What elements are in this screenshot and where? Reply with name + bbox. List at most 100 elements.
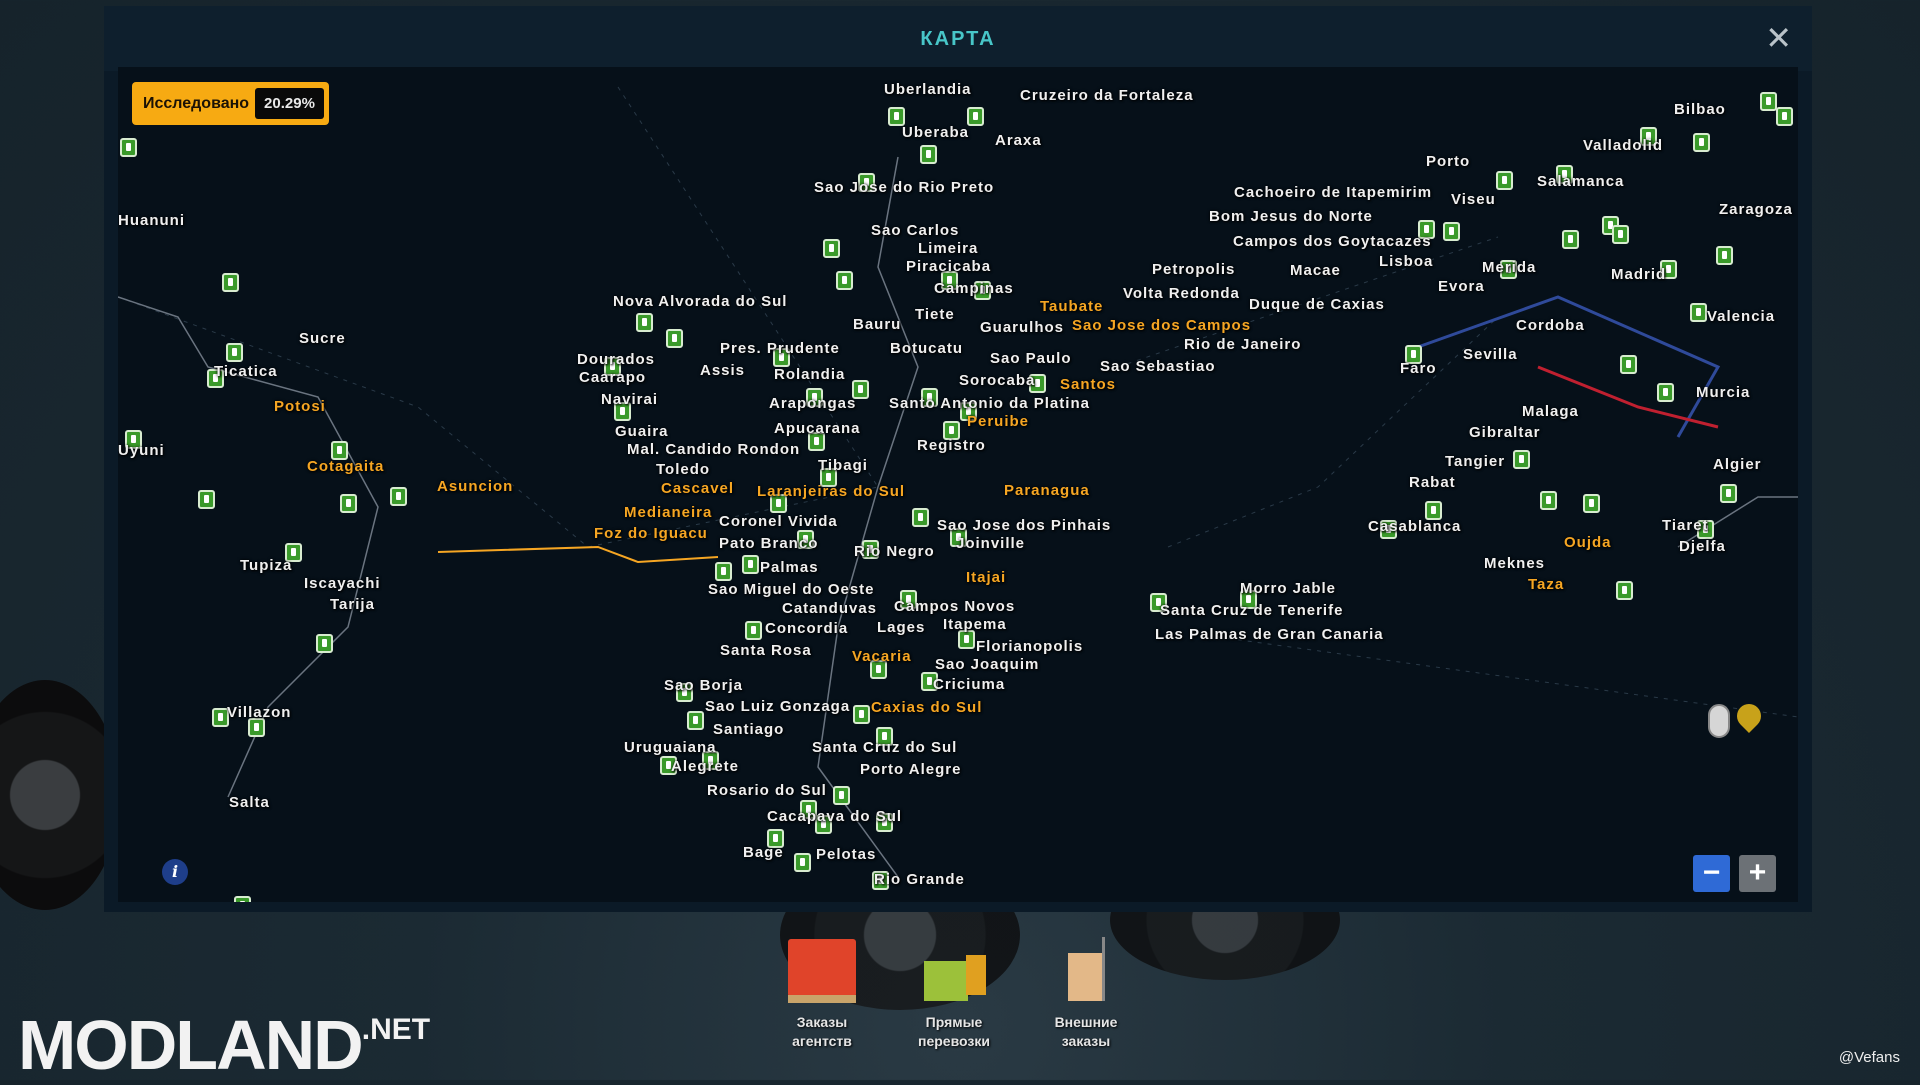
city-label[interactable]: Potosi	[274, 398, 326, 415]
city-label[interactable]: Sevilla	[1463, 346, 1518, 363]
city-label[interactable]: Criciuma	[933, 676, 1006, 693]
city-label[interactable]: Peruibe	[967, 413, 1030, 430]
city-label[interactable]: Volta Redonda	[1123, 285, 1240, 302]
city-label[interactable]: Casablanca	[1368, 518, 1462, 535]
city-label[interactable]: Tupiza	[240, 557, 293, 574]
city-label[interactable]: Sao Joaquim	[935, 656, 1040, 673]
city-label[interactable]: Laranjeiras do Sul	[757, 483, 906, 500]
city-label[interactable]: Rio Grande	[874, 871, 965, 888]
city-label[interactable]: Rolandia	[774, 366, 846, 383]
city-label[interactable]: Zaragoza	[1719, 201, 1793, 218]
city-label[interactable]: Arapongas	[769, 395, 857, 412]
city-label[interactable]: Pelotas	[816, 846, 877, 863]
city-label[interactable]: Madrid	[1611, 266, 1667, 283]
city-label[interactable]: Limeira	[918, 240, 979, 257]
city-label[interactable]: Guaira	[615, 423, 669, 440]
city-label[interactable]: Sao Borja	[664, 677, 744, 694]
city-label[interactable]: Uruguaiana	[624, 739, 717, 756]
city-label[interactable]: Uyuni	[118, 442, 165, 459]
city-label[interactable]: Santiago	[713, 721, 785, 738]
city-label[interactable]: Sao Carlos	[871, 222, 960, 239]
city-label[interactable]: Santo Antonio da Platina	[889, 395, 1090, 412]
city-label[interactable]: Assis	[700, 362, 746, 379]
city-label[interactable]: Santa Rosa	[720, 642, 812, 659]
city-label[interactable]: Sorocaba	[959, 372, 1036, 389]
city-label[interactable]: Caarapo	[579, 369, 647, 386]
city-label[interactable]: Cascavel	[661, 480, 735, 497]
city-label[interactable]: Sao Jose dos Campos	[1072, 317, 1252, 334]
city-label[interactable]: Sao Miguel do Oeste	[708, 581, 875, 598]
city-label[interactable]: Evora	[1438, 278, 1485, 295]
city-label[interactable]: Tiete	[915, 306, 955, 323]
city-label[interactable]: Faro	[1400, 360, 1437, 377]
city-label[interactable]: Asuncion	[437, 478, 514, 495]
city-label[interactable]: Santa Cruz do Sul	[812, 739, 958, 756]
city-label[interactable]: Piracicaba	[906, 258, 992, 275]
city-label[interactable]: Taubate	[1040, 298, 1104, 315]
city-label[interactable]: Toledo	[656, 461, 711, 478]
city-label[interactable]: Nova Alvorada do Sul	[613, 293, 788, 310]
city-label[interactable]: Sao Jose do Rio Preto	[814, 179, 995, 196]
city-label[interactable]: Catanduvas	[782, 600, 878, 617]
city-label[interactable]: Macae	[1290, 262, 1341, 279]
zoom-out-button[interactable]: −	[1693, 855, 1730, 892]
direct-transport-button[interactable]: Прямые перевозки	[889, 935, 1019, 1051]
city-label[interactable]: Campos Novos	[894, 598, 1016, 615]
external-orders-button[interactable]: Внешние заказы	[1021, 935, 1151, 1051]
city-label[interactable]: Bauru	[853, 316, 902, 333]
city-label[interactable]: Joinville	[956, 535, 1026, 552]
city-label[interactable]: Salamanca	[1537, 173, 1625, 190]
city-label[interactable]: Duque de Caxias	[1249, 296, 1385, 313]
city-label[interactable]: Iscayachi	[304, 575, 381, 592]
city-label[interactable]: Cordoba	[1516, 317, 1585, 334]
city-label[interactable]: Sao Luiz Gonzaga	[705, 698, 851, 715]
city-label[interactable]: Florianopolis	[976, 638, 1084, 655]
city-label[interactable]: Pres. Prudente	[720, 340, 840, 357]
city-label[interactable]: Gibraltar	[1469, 424, 1541, 441]
city-label[interactable]: Apucarana	[774, 420, 861, 437]
city-label[interactable]: Palmas	[760, 559, 819, 576]
city-label[interactable]: Bilbao	[1674, 101, 1726, 118]
city-label[interactable]: Oujda	[1564, 534, 1612, 551]
info-icon[interactable]: i	[162, 859, 188, 885]
city-label[interactable]: Sao Jose dos Pinhais	[937, 517, 1112, 534]
city-label[interactable]: Valladolid	[1583, 137, 1664, 154]
city-label[interactable]: Cacapava do Sul	[767, 808, 903, 825]
agency-orders-button[interactable]: Заказы агентств	[757, 935, 887, 1051]
city-label[interactable]: Navirai	[601, 391, 659, 408]
city-label[interactable]: Porto	[1426, 153, 1471, 170]
city-label[interactable]: Vacaria	[852, 648, 912, 665]
city-label[interactable]: Medianeira	[624, 504, 713, 521]
city-label[interactable]: Santos	[1060, 376, 1117, 393]
city-label[interactable]: Bage	[743, 844, 784, 861]
city-label[interactable]: Coronel Vivida	[719, 513, 838, 530]
city-label[interactable]: Tiaret	[1662, 517, 1709, 534]
zoom-in-button[interactable]: +	[1739, 855, 1776, 892]
city-label[interactable]: Mal. Candido Rondon	[627, 441, 801, 458]
city-label[interactable]: Tarija	[330, 596, 375, 613]
city-label[interactable]: Dourados	[577, 351, 656, 368]
city-label[interactable]: Sao Sebastiao	[1100, 358, 1216, 375]
city-label[interactable]: Rosario do Sul	[707, 782, 827, 799]
city-label[interactable]: Morro Jable	[1240, 580, 1337, 597]
city-label[interactable]: Villazon	[227, 704, 292, 721]
city-label[interactable]: Salta	[229, 794, 270, 811]
city-label[interactable]: Bom Jesus do Norte	[1209, 208, 1373, 225]
city-label[interactable]: Itapema	[943, 616, 1007, 633]
city-label[interactable]: Rio Negro	[854, 543, 935, 560]
city-label[interactable]: Campos dos Goytacazes	[1233, 233, 1432, 250]
city-label[interactable]: Araxa	[995, 132, 1042, 149]
city-label[interactable]: Merida	[1482, 259, 1537, 276]
city-label[interactable]: Concordia	[765, 620, 849, 637]
city-label[interactable]: Rabat	[1409, 474, 1456, 491]
city-label[interactable]: Tangier	[1445, 453, 1506, 470]
city-label[interactable]: Lisboa	[1379, 253, 1434, 270]
city-label[interactable]: Porto Alegre	[860, 761, 962, 778]
city-label[interactable]: Alegrete	[671, 758, 740, 775]
city-label[interactable]: Algier	[1713, 456, 1762, 473]
city-label[interactable]: Valencia	[1707, 308, 1776, 325]
city-label[interactable]: Petropolis	[1152, 261, 1236, 278]
city-label[interactable]: Huanuni	[118, 212, 185, 229]
city-label[interactable]: Foz do Iguacu	[594, 525, 708, 542]
city-label[interactable]: Caxias do Sul	[871, 699, 983, 716]
